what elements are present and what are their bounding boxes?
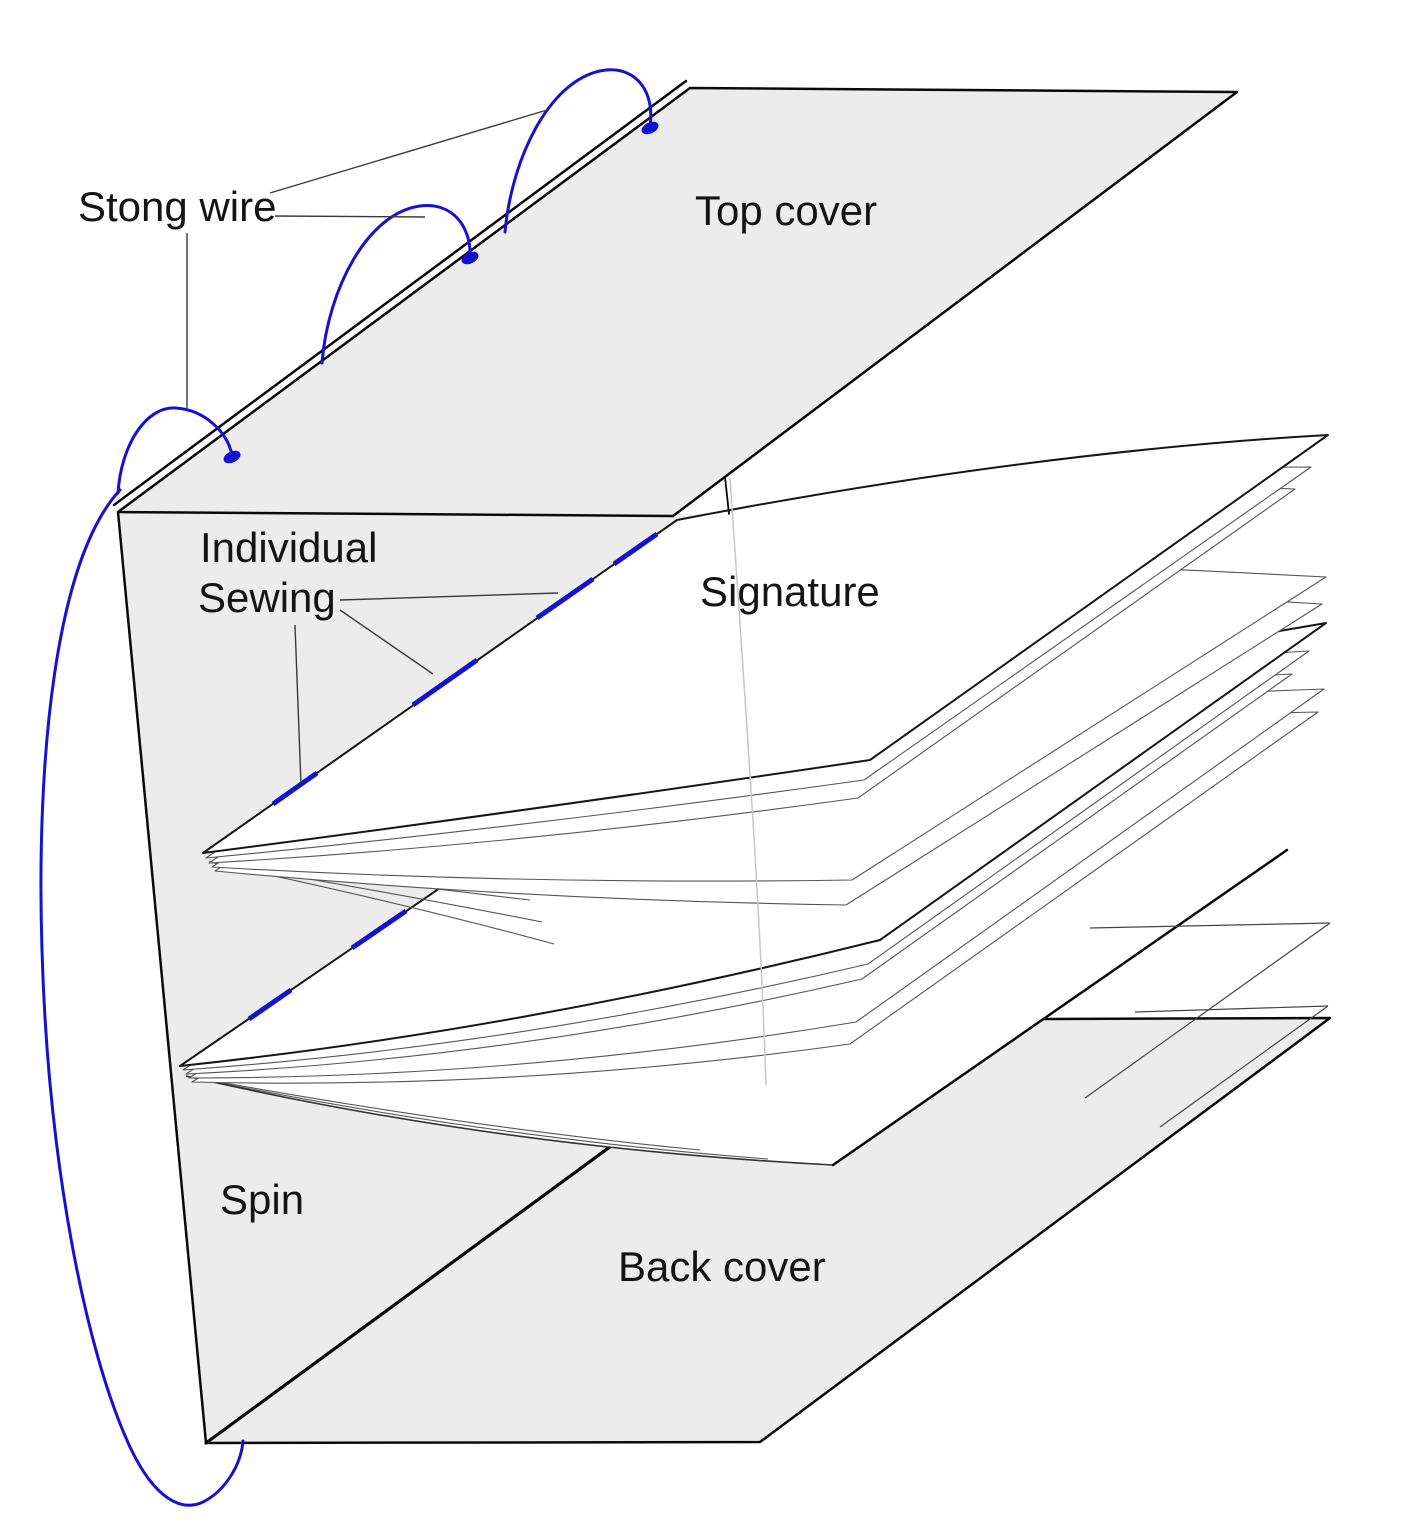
label-strong-wire: Stong wire xyxy=(78,183,276,230)
pointer-sewing-2 xyxy=(339,609,434,675)
stitch-mark xyxy=(612,531,659,567)
signature-lower-bottom-sheet-edge xyxy=(831,848,1289,1167)
signature-upper xyxy=(202,434,1329,945)
wire-loop-2 xyxy=(320,204,472,365)
signature-lower-sag-page-edge xyxy=(1089,922,1331,929)
pointer-sewing-1 xyxy=(339,592,559,601)
pointer-strong-wire-1 xyxy=(269,109,548,194)
wire-hole-dot-1 xyxy=(641,121,659,135)
signature-upper-sheet-1 xyxy=(202,434,1329,854)
signature-lower-underfan-line xyxy=(185,1075,769,1160)
signature-lower-underfan-line xyxy=(185,1075,701,1151)
stitches-upper xyxy=(271,531,659,807)
label-back-cover: Back cover xyxy=(618,1243,826,1290)
wire-loop-1 xyxy=(503,68,653,234)
wire-main-loop xyxy=(39,488,245,1507)
signature-lower-sag-page-edge xyxy=(1159,1005,1329,1128)
top-cover-panel xyxy=(116,86,1239,518)
signature-lower-sag-page-edge xyxy=(1084,922,1331,1099)
pointer-sewing-3 xyxy=(294,624,302,786)
label-signature: Signature xyxy=(700,568,880,615)
top-cover-spine-double-edge xyxy=(112,79,688,507)
signature-pointer-line xyxy=(729,477,767,1086)
wire-hole-dot-2 xyxy=(461,251,479,265)
wire-hole-dot-3 xyxy=(223,450,241,464)
pointer-lines xyxy=(186,109,559,786)
wire-loop-3 xyxy=(116,406,234,495)
label-individual-sewing-line2: Sewing xyxy=(198,574,336,621)
pointer-strong-wire-2 xyxy=(274,215,426,218)
stitch-mark xyxy=(271,770,319,807)
label-individual-sewing-line1: Individual xyxy=(200,524,377,571)
stitch-mark xyxy=(247,987,293,1022)
label-spine: Spin xyxy=(220,1176,304,1223)
signature-lower-sag-page-edge xyxy=(1134,1005,1329,1013)
stitch-mark xyxy=(350,908,408,951)
signature-lower-underfan-line xyxy=(185,1075,834,1166)
label-top-cover: Top cover xyxy=(695,187,877,234)
stitch-mark xyxy=(411,657,479,708)
spine-right-corner-tick xyxy=(724,476,730,515)
spine-left-edge xyxy=(116,510,208,1445)
binding-wire xyxy=(39,68,659,1507)
stitch-mark xyxy=(535,576,595,621)
